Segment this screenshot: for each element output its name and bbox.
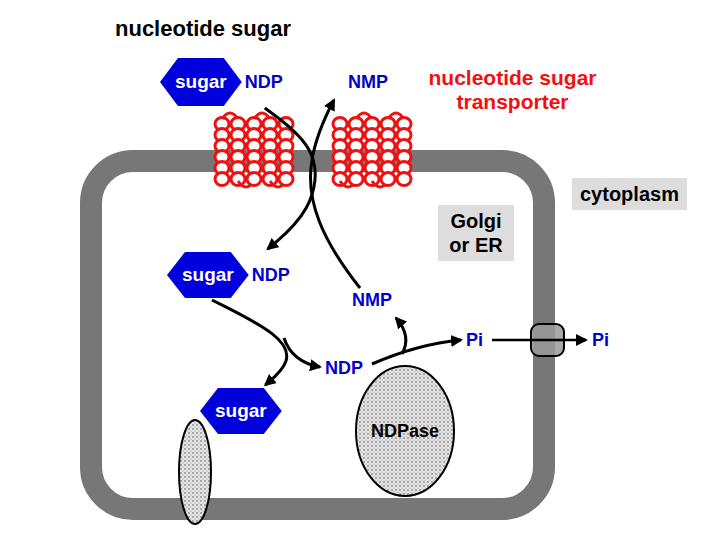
diagram-title: nucleotide sugar: [115, 16, 291, 42]
ndp-release-arrow: [284, 338, 320, 367]
helix-turn: [381, 173, 395, 186]
nucleotide-text: NDP: [252, 265, 290, 286]
phosphate-label: Pi: [592, 330, 609, 351]
nucleotide-label: NMP: [348, 72, 388, 93]
nmp-export-arrow: [310, 100, 360, 288]
helix-turn: [247, 173, 261, 186]
membrane-protein: [179, 420, 211, 524]
transporter-label: nucleotide sugar transporter: [410, 66, 615, 114]
nucleotide-label: NMP: [352, 290, 392, 311]
helix-turn: [279, 173, 293, 186]
ndpase-enzyme: NDPase: [355, 365, 455, 497]
phosphate-channel: [531, 324, 564, 356]
hexagon-outline: [160, 58, 242, 106]
sugar-text: sugar: [175, 71, 227, 93]
compartment-label: Golgi or ER: [438, 205, 514, 261]
flow-arrow: [212, 300, 287, 385]
phosphate-arrow-through: [531, 339, 564, 342]
nmp-branch-arrow: [396, 318, 406, 354]
region-label: cytoplasm: [572, 178, 687, 210]
phosphate-label: Pi: [466, 330, 483, 351]
hexagon-outline: [167, 252, 249, 298]
helix-turn: [397, 173, 411, 186]
nucleotide-sugar: sugar NDP: [167, 252, 290, 298]
nucleotide-text: NDP: [245, 72, 283, 93]
sugar-text: sugar: [215, 400, 267, 422]
flow-arrow: [265, 108, 315, 249]
nucleotide-sugar: sugar NDP: [160, 58, 283, 106]
helix-turn: [349, 173, 363, 186]
ellipse-outline: [356, 366, 454, 496]
helix-turn: [215, 173, 229, 186]
region-text: Golgi or ER: [446, 209, 506, 257]
hexagon-outline: [200, 388, 282, 434]
sugar-residue: sugar: [200, 388, 282, 434]
region-text: cytoplasm: [580, 182, 679, 206]
hydrolysis-arrow: [372, 340, 461, 364]
sugar-text: sugar: [182, 264, 234, 286]
phosphate-arrow: [492, 339, 586, 342]
connectors: [212, 108, 315, 385]
enzyme-name: NDPase: [371, 421, 439, 442]
nucleotide-label: NDP: [325, 358, 363, 379]
